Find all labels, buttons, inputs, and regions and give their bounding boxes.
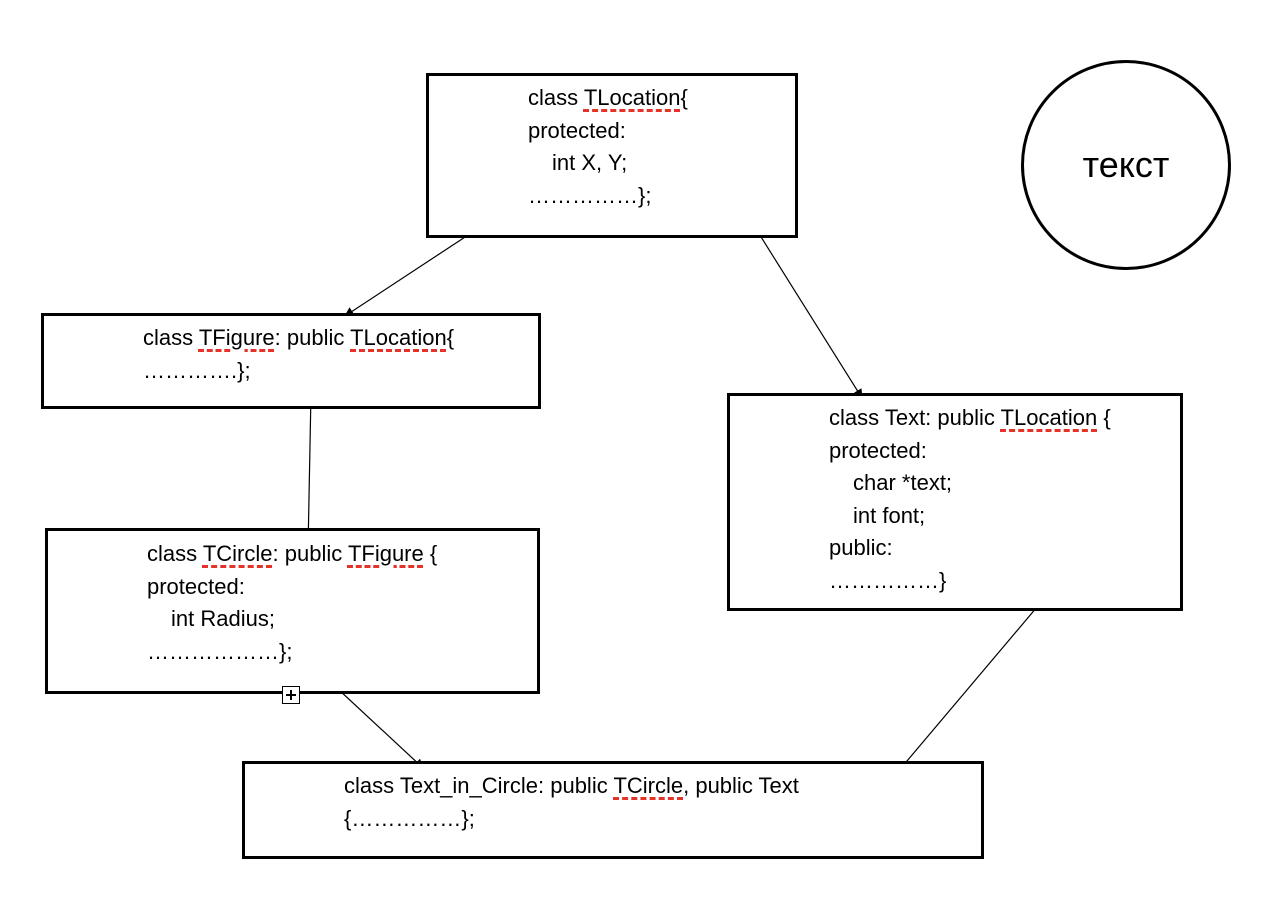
class-box-text-in-circle[interactable]: class Text_in_Circle: public TCircle, pu… [242, 761, 984, 859]
class-box-tcircle[interactable]: class TCircle: public TFigure {protected… [45, 528, 540, 694]
code-text: int Radius; [171, 606, 275, 631]
code-text: class [143, 325, 199, 350]
code-text: ………….}; [143, 357, 251, 383]
code-text: : public [272, 541, 348, 566]
spellcheck-flagged-word: TCircle [202, 541, 273, 566]
class-code-text: class Text: public TLocation {protected:… [829, 402, 1111, 597]
spellcheck-flagged-word: TFigure [198, 325, 275, 350]
class-code-tcircle: class TCircle: public TFigure {protected… [147, 538, 437, 668]
class-code-text-in-circle: class Text_in_Circle: public TCircle, pu… [344, 770, 799, 835]
code-text: class [528, 85, 584, 110]
spellcheck-flagged-word: TLocation [350, 325, 447, 350]
code-line: ……………}; [528, 180, 688, 213]
code-line: int X, Y; [528, 147, 688, 180]
code-text: int X, Y; [552, 150, 628, 175]
code-line: ………….}; [143, 355, 454, 388]
class-code-tlocation: class TLocation{protected:int X, Y;……………… [528, 82, 688, 212]
code-line: class TCircle: public TFigure { [147, 538, 437, 571]
code-line: int font; [829, 500, 1111, 533]
code-text: ……………} [829, 567, 947, 593]
code-text: public: [829, 535, 893, 560]
code-text: class Text_in_Circle: public [344, 773, 614, 798]
code-line: ………………}; [147, 636, 437, 669]
code-text: protected: [528, 117, 626, 143]
code-text: {……………}; [344, 805, 475, 831]
expand-handle-icon[interactable] [282, 686, 300, 704]
code-line: class Text_in_Circle: public TCircle, pu… [344, 770, 799, 803]
code-text: protected: [829, 437, 927, 463]
class-box-text[interactable]: class Text: public TLocation {protected:… [727, 393, 1183, 611]
code-text: { [1097, 405, 1111, 430]
code-line: ……………} [829, 565, 1111, 598]
arrow-tlocation-to-text [750, 220, 863, 399]
code-line: protected: [147, 571, 437, 604]
code-line: protected: [528, 115, 688, 148]
code-text: class Text: public [829, 405, 1001, 430]
code-line: int Radius; [147, 603, 437, 636]
code-text: char *text; [853, 470, 953, 495]
code-text: { [423, 541, 438, 566]
arrow-tfigure-to-tcircle [303, 392, 313, 551]
code-text: { [446, 325, 455, 350]
code-text: { [680, 85, 688, 110]
arrow-text-to-text_in_circle [895, 593, 1049, 775]
spellcheck-flagged-word: TCircle [613, 773, 684, 798]
code-line: class Text: public TLocation { [829, 402, 1111, 435]
spellcheck-flagged-word: TFigure [347, 541, 424, 566]
circle-label: текст [1082, 144, 1170, 185]
code-line: public: [829, 532, 1111, 565]
code-line: class TFigure: public TLocation{ [143, 322, 454, 355]
spellcheck-flagged-word: TLocation [1000, 405, 1098, 430]
code-text: , public Text [683, 773, 799, 798]
code-text: protected: [147, 573, 245, 599]
class-box-tfigure[interactable]: class TFigure: public TLocation{………….}; [41, 313, 541, 409]
code-line: class TLocation{ [528, 82, 688, 115]
class-code-tfigure: class TFigure: public TLocation{………….}; [143, 322, 454, 387]
code-line: {……………}; [344, 803, 799, 836]
class-box-tlocation[interactable]: class TLocation{protected:int X, Y;……………… [426, 73, 798, 238]
code-text: class [147, 541, 203, 566]
code-text: ………………}; [147, 638, 293, 664]
code-line: protected: [829, 435, 1111, 468]
code-text: ……………}; [528, 182, 652, 208]
code-text: int font; [853, 502, 926, 528]
code-line: char *text; [829, 467, 1111, 500]
spellcheck-flagged-word: TLocation [583, 85, 681, 110]
text-circle[interactable]: текст [1021, 60, 1231, 270]
code-text: : public [274, 325, 351, 350]
